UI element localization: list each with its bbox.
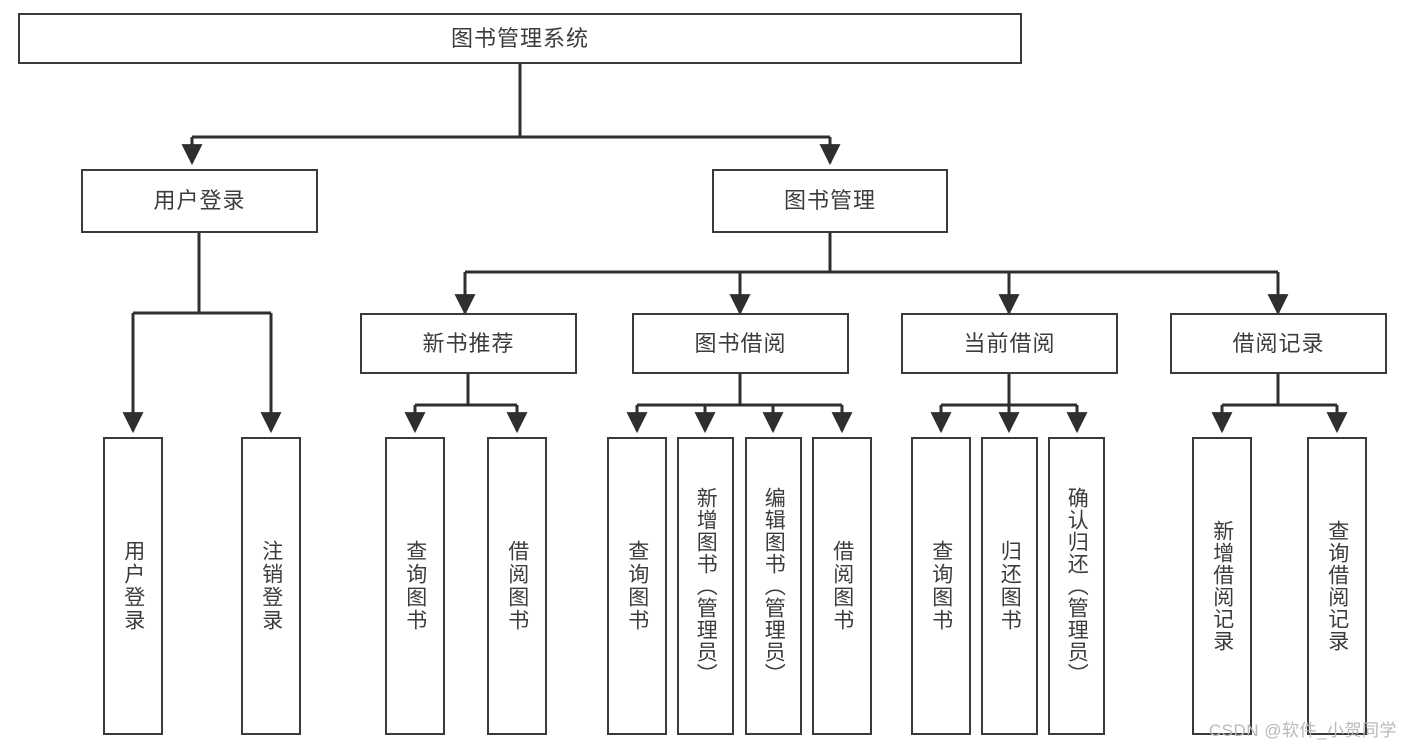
leaf-user-login-logout[interactable]: 注销登录 <box>241 437 301 735</box>
node-label: 确认归还（管理员） <box>1065 487 1089 685</box>
node-label: 归还图书 <box>998 540 1022 632</box>
node-user-login[interactable]: 用户登录 <box>81 169 318 233</box>
node-label: 借阅图书 <box>505 540 529 632</box>
node-root-system[interactable]: 图书管理系统 <box>18 13 1022 64</box>
leaf-book-borrow-add[interactable]: 新增图书（管理员） <box>677 437 734 735</box>
node-label: 用户登录 <box>121 540 145 632</box>
node-label: 查询图书 <box>929 540 953 632</box>
leaf-book-borrow-borrow[interactable]: 借阅图书 <box>812 437 872 735</box>
leaf-borrow-record-query[interactable]: 查询借阅记录 <box>1307 437 1367 735</box>
node-borrow-record[interactable]: 借阅记录 <box>1170 313 1387 374</box>
node-label: 图书管理 <box>783 188 876 214</box>
node-label: 查询借阅记录 <box>1325 520 1349 652</box>
node-label: 借阅记录 <box>1232 330 1325 356</box>
leaf-current-borrow-confirm-return[interactable]: 确认归还（管理员） <box>1048 437 1105 735</box>
node-book-management[interactable]: 图书管理 <box>712 169 948 233</box>
leaf-current-borrow-return[interactable]: 归还图书 <box>981 437 1038 735</box>
node-label: 查询图书 <box>403 540 427 632</box>
node-label: 新书推荐 <box>422 330 515 356</box>
node-new-book-recommend[interactable]: 新书推荐 <box>360 313 577 374</box>
leaf-new-book-borrow[interactable]: 借阅图书 <box>487 437 547 735</box>
leaf-borrow-record-add[interactable]: 新增借阅记录 <box>1192 437 1252 735</box>
node-label: 新增借阅记录 <box>1210 520 1234 652</box>
node-label: 注销登录 <box>259 540 283 632</box>
node-book-borrow[interactable]: 图书借阅 <box>632 313 849 374</box>
node-label: 查询图书 <box>625 540 649 632</box>
node-label: 图书借阅 <box>694 330 787 356</box>
watermark-text: CSDN @软件_小贺同学 <box>1208 721 1397 740</box>
leaf-book-borrow-query[interactable]: 查询图书 <box>607 437 667 735</box>
node-current-borrow[interactable]: 当前借阅 <box>901 313 1118 374</box>
node-label: 借阅图书 <box>830 540 854 632</box>
leaf-new-book-query[interactable]: 查询图书 <box>385 437 445 735</box>
node-label: 用户登录 <box>153 188 246 214</box>
node-label: 新增图书（管理员） <box>694 487 718 685</box>
node-label: 编辑图书（管理员） <box>762 487 786 685</box>
leaf-user-login-login[interactable]: 用户登录 <box>103 437 163 735</box>
node-label: 当前借阅 <box>963 330 1056 356</box>
leaf-book-borrow-edit[interactable]: 编辑图书（管理员） <box>745 437 802 735</box>
node-label: 图书管理系统 <box>450 25 589 51</box>
leaf-current-borrow-query[interactable]: 查询图书 <box>911 437 971 735</box>
